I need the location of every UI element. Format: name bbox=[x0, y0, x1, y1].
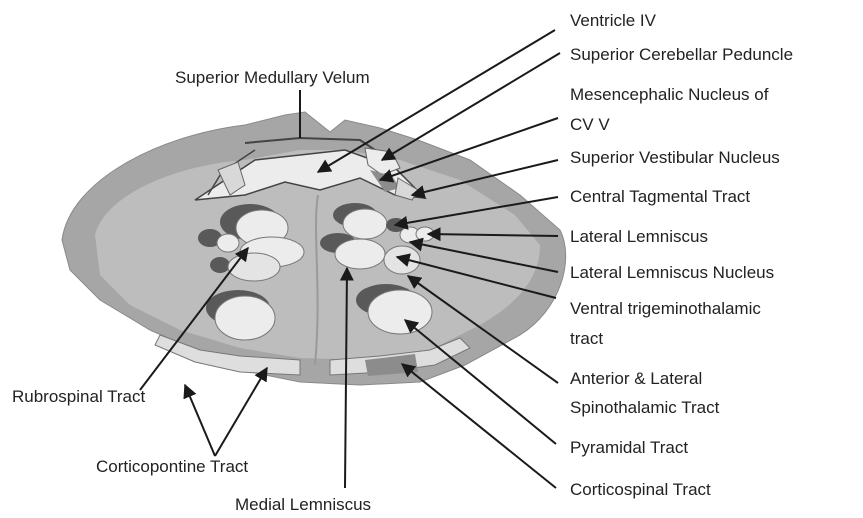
label-corticopontine-tract: Corticopontine Tract bbox=[96, 457, 248, 476]
label-mesencephalic-nucleus-line1: Mesencephalic Nucleus of bbox=[570, 85, 769, 104]
label-pyramidal-tract: Pyramidal Tract bbox=[570, 438, 688, 457]
label-lateral-lemniscus-nucleus: Lateral Lemniscus Nucleus bbox=[570, 263, 774, 282]
label-corticospinal-tract: Corticospinal Tract bbox=[570, 480, 711, 499]
label-superior-vestibular-nucleus: Superior Vestibular Nucleus bbox=[570, 148, 780, 167]
left-lemniscus-lower bbox=[228, 253, 280, 281]
left-lateral-lemniscus bbox=[217, 234, 239, 252]
label-anterior-lateral-line2: Spinothalamic Tract bbox=[570, 398, 720, 417]
label-superior-medullary-velum: Superior Medullary Velum bbox=[175, 68, 370, 87]
leader-corticopontine-right bbox=[215, 368, 267, 456]
label-central-tegmental-tract: Central Tagmental Tract bbox=[570, 187, 750, 206]
right-central-tegmental bbox=[343, 209, 387, 239]
label-ventricle-iv: Ventricle IV bbox=[570, 11, 657, 30]
label-lateral-lemniscus: Lateral Lemniscus bbox=[570, 227, 708, 246]
label-anterior-lateral-line1: Anterior & Lateral bbox=[570, 369, 702, 388]
label-rubrospinal-tract: Rubrospinal Tract bbox=[12, 387, 146, 406]
label-superior-cerebellar-peduncle: Superior Cerebellar Peduncle bbox=[570, 45, 793, 64]
right-medial-lemniscus bbox=[335, 239, 385, 269]
leader-corticopontine-left bbox=[185, 385, 215, 456]
left-small-dark-2 bbox=[210, 257, 230, 273]
label-mesencephalic-nucleus-line2: CV V bbox=[570, 115, 610, 134]
label-ventral-trigeminothalamic-line2: tract bbox=[570, 329, 603, 348]
label-ventral-trigeminothalamic-line1: Ventral trigeminothalamic bbox=[570, 299, 761, 318]
left-pyramidal bbox=[215, 296, 275, 340]
label-medial-lemniscus: Medial Lemniscus bbox=[235, 495, 371, 514]
right-ventral-trigeminothalamic bbox=[384, 246, 420, 274]
right-pyramidal bbox=[368, 290, 432, 334]
leader-superior-cerebellar-peduncle bbox=[382, 53, 560, 160]
